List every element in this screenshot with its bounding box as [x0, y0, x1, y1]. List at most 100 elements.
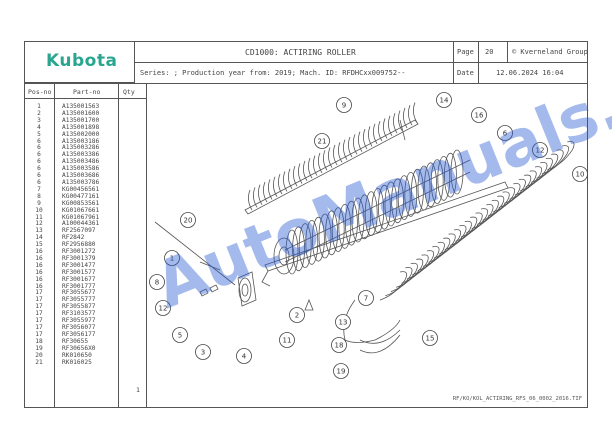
pos-cell: 17 [35, 310, 43, 318]
spring-tine [531, 153, 559, 183]
part-cell[interactable]: RF2567097 [62, 227, 96, 235]
part-cell[interactable]: A135003686 [62, 172, 100, 180]
part-cell[interactable]: KG00456561 [62, 185, 100, 193]
table-right-border [146, 83, 147, 408]
part-cell[interactable]: A135003586 [62, 165, 100, 173]
callout-circle [172, 327, 188, 343]
part-cell[interactable]: A135002000 [62, 130, 100, 138]
pos-cell: 11 [35, 213, 43, 221]
spring-tine [482, 191, 510, 221]
scraper-tine [318, 152, 323, 174]
spring-tine [379, 271, 408, 301]
bearing-housing [238, 277, 252, 303]
part-cell[interactable]: RF3001577 [62, 268, 96, 276]
part-cell[interactable]: A135003486 [62, 158, 100, 166]
part-cell[interactable]: A100044361 [62, 220, 100, 228]
part-cell[interactable]: RF3056177 [62, 330, 96, 338]
roller-ring [450, 149, 464, 195]
spring-tine [547, 141, 575, 171]
pos-cell: 16 [35, 275, 43, 283]
callout-label: 9 [342, 102, 346, 110]
part-cell[interactable]: A135003186 [62, 137, 100, 145]
callout-label: 15 [426, 335, 435, 343]
pos-cell: 1 [37, 103, 41, 110]
scraper-tine [403, 107, 408, 129]
part-cell[interactable]: KG01067961 [62, 213, 100, 221]
bolts [199, 284, 219, 297]
roller-ring [318, 213, 332, 259]
spring-tine [444, 220, 472, 250]
part-cell[interactable]: RF3056077 [62, 324, 96, 331]
part-cell[interactable]: RF3001777 [62, 282, 96, 290]
bolt-14 [399, 119, 406, 141]
pos-cell: 7 [37, 185, 41, 193]
part-cell[interactable]: A135001600 [62, 109, 100, 117]
part-cell[interactable]: RF3055977 [62, 317, 96, 325]
part-cell[interactable]: KG00853561 [62, 199, 100, 207]
scraper-tine [408, 105, 413, 126]
scraper-tine [293, 166, 298, 187]
pos-cell: 3 [37, 116, 41, 124]
callout-circle [236, 348, 252, 364]
callout-label: 10 [576, 171, 585, 179]
part-cell[interactable]: KG00477161 [62, 192, 100, 200]
scraper-tine [333, 144, 338, 166]
roller-ring [384, 181, 398, 227]
header-divider [135, 62, 588, 63]
callout-label: 3 [201, 349, 205, 357]
part-cell[interactable]: RF3001677 [62, 275, 96, 283]
part-cell[interactable]: RF3001379 [62, 254, 96, 262]
callout-label: 13 [339, 319, 348, 327]
part-cell[interactable]: RK016025 [62, 358, 92, 366]
part-cell[interactable]: RF30656X0 [62, 344, 96, 352]
callout-circle [335, 314, 351, 330]
header-col-divider-3 [507, 41, 508, 62]
part-cell[interactable]: RF3001272 [62, 248, 96, 256]
roller-ring [298, 223, 312, 269]
pos-cell: 6 [37, 137, 41, 145]
part-cell[interactable]: RK010650 [62, 351, 92, 359]
scraper-tine [368, 126, 373, 147]
part-cell[interactable]: KG01067661 [62, 206, 100, 214]
spring-tine [509, 170, 537, 200]
part-cell[interactable]: RF3055677 [62, 289, 96, 297]
callout-label: 1 [170, 255, 174, 263]
pos-cell: 16 [35, 261, 43, 269]
callout-circle [333, 363, 349, 379]
part-cell[interactable]: RF3055877 [62, 303, 96, 311]
qty-value: 1 [136, 386, 140, 394]
spring-tine [498, 178, 526, 208]
part-cell[interactable]: A135003286 [62, 144, 100, 152]
part-cell[interactable]: RF30655 [62, 337, 89, 345]
pos-cell: 18 [35, 337, 43, 345]
scraper-tine [338, 142, 343, 163]
roller-shaft [284, 159, 471, 251]
part-cell[interactable]: A135003786 [62, 178, 100, 186]
callout-circle [497, 125, 513, 141]
part-cell[interactable]: RF2842 [62, 234, 85, 242]
spring-tine [439, 225, 467, 255]
callout-circle [164, 250, 180, 266]
part-cell[interactable]: RF2956880 [62, 241, 96, 249]
roller-ring [305, 219, 319, 265]
callout-label: 14 [440, 97, 449, 105]
spring-tine [493, 183, 521, 213]
file-code: RF/KO/KOL_ACTIRING_RFS_06_0002_2016.TIF [452, 396, 582, 402]
part-cell[interactable]: RF3103577 [62, 310, 96, 318]
part-cell[interactable]: A135001563 [62, 103, 100, 110]
callout-circle [149, 274, 165, 290]
spring-tine [477, 195, 505, 225]
callout-circle [422, 330, 438, 346]
part-cell[interactable]: RF3055777 [62, 296, 96, 304]
pos-cell: 4 [37, 123, 41, 131]
part-cell[interactable]: A135003386 [62, 151, 100, 159]
part-cell[interactable]: A135001898 [62, 123, 100, 131]
spring-tine [514, 166, 543, 196]
part-cell[interactable]: RF3001477 [62, 261, 96, 269]
part-cell[interactable]: A135001700 [62, 116, 100, 124]
roller-ring [371, 187, 385, 233]
pos-cell: 17 [35, 324, 43, 331]
callout-circle [331, 337, 347, 353]
pos-cell: 13 [35, 227, 43, 235]
